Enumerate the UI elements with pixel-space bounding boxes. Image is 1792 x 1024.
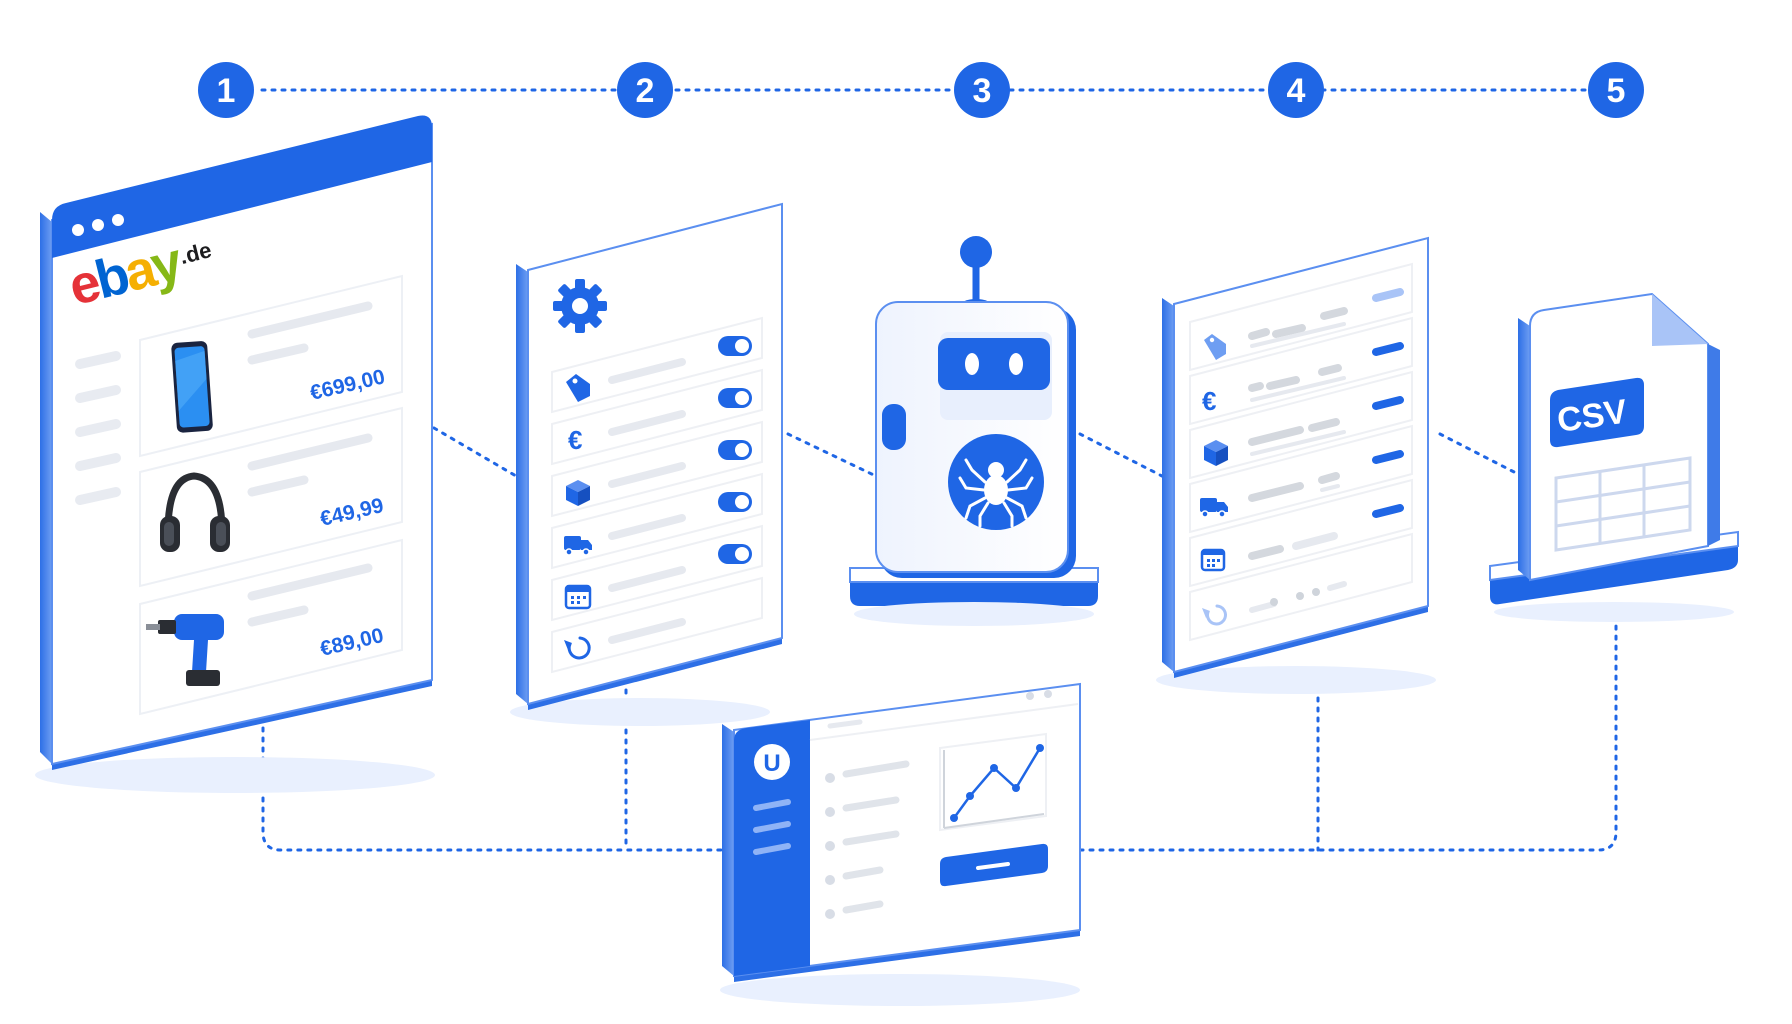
step-marker-5: 5 [1588, 62, 1644, 118]
toggle-switch[interactable] [718, 440, 752, 460]
dashboard-action-button[interactable] [940, 843, 1048, 887]
package-icon [566, 480, 590, 506]
truck-icon [564, 536, 592, 556]
ebay-logo: ebay .de [63, 231, 214, 317]
result-row-date [1189, 478, 1413, 588]
product-card-phone[interactable]: €699,00 [139, 274, 403, 458]
step-marker-2: 2 [617, 62, 673, 118]
price-tag-icon [566, 374, 590, 402]
window-controls [72, 214, 124, 236]
analytics-dashboard: U [720, 682, 1081, 1006]
step-marker-4: 4 [1268, 62, 1324, 118]
step-marker-3: 3 [954, 62, 1010, 118]
marketplace-browser-window: ebay .de €699,00 [35, 115, 435, 793]
svg-text:ebay: ebay [63, 231, 188, 317]
euro-icon: € [568, 425, 582, 455]
result-row-returns [1189, 532, 1413, 642]
settings-row-date[interactable] [551, 524, 763, 622]
step-number-3: 3 [973, 72, 992, 110]
scraper-robot [849, 236, 1099, 626]
toggle-switch[interactable] [718, 544, 752, 564]
robot-icon [875, 301, 1076, 578]
spider-icon [958, 458, 1034, 528]
refresh-icon [564, 636, 591, 660]
step-number-5: 5 [1607, 72, 1626, 110]
line-chart-icon [939, 732, 1047, 832]
scraper-settings-panel: € [510, 202, 783, 726]
power-drill-icon [146, 614, 224, 686]
refresh-icon [1202, 604, 1227, 626]
toggle-switch[interactable] [718, 388, 752, 408]
step-marker-1: 1 [198, 62, 254, 118]
toggle-switch[interactable] [718, 492, 752, 512]
step-number-2: 2 [636, 72, 655, 110]
settings-row-package[interactable] [551, 420, 763, 518]
step-number-1: 1 [217, 72, 236, 110]
settings-row-returns[interactable] [551, 576, 763, 674]
dashboard-sidebar: U [734, 720, 810, 976]
svg-text:U: U [763, 750, 780, 777]
euro-icon: € [1202, 386, 1216, 416]
step-markers: 1 2 3 4 5 [198, 62, 1644, 118]
toggle-switch[interactable] [718, 336, 752, 356]
dashboard-list [825, 760, 910, 919]
price-tag-icon [1204, 334, 1226, 360]
calendar-icon [564, 584, 592, 610]
truck-icon [1200, 498, 1228, 518]
sidebar-placeholders [75, 351, 121, 505]
settings-row-shipping[interactable] [551, 472, 763, 570]
result-row-price-tag [1189, 262, 1413, 372]
result-row-package [1189, 370, 1413, 480]
result-rows: € [1189, 262, 1413, 642]
dashboard-logo: U [754, 744, 790, 780]
calendar-icon [1200, 548, 1226, 572]
gear-icon [553, 279, 607, 333]
connector-lines [260, 88, 1618, 852]
scraped-results-panel: € [1156, 236, 1436, 694]
package-icon [1204, 440, 1228, 466]
table-grid-icon [1554, 456, 1692, 552]
step-number-4: 4 [1287, 72, 1306, 110]
result-row-shipping [1189, 424, 1413, 534]
result-row-price: € [1189, 316, 1413, 426]
settings-row-price-tag[interactable] [551, 316, 763, 414]
settings-rows: € [551, 316, 763, 674]
csv-badge: CSV [1550, 377, 1644, 448]
settings-row-price[interactable]: € [551, 368, 763, 466]
headphones-icon [160, 472, 230, 552]
product-card-drill[interactable]: €89,00 [139, 538, 403, 716]
smartphone-icon [171, 341, 213, 433]
csv-export-file: CSV [1489, 292, 1739, 622]
product-card-headphones[interactable]: €49,99 [139, 406, 403, 588]
